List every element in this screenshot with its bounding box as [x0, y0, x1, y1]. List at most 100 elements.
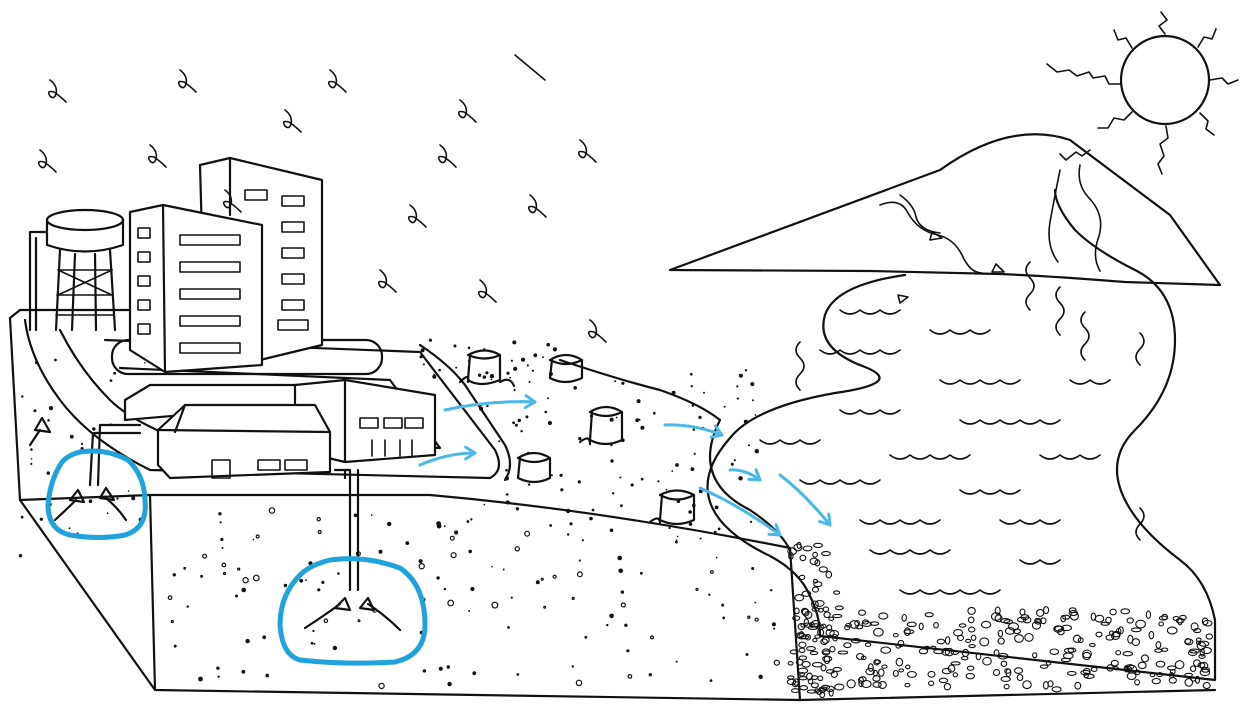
- sediment-pebble: [829, 617, 834, 620]
- sediment-pebble: [865, 643, 870, 646]
- sediment-pebble: [807, 647, 816, 651]
- sediment-pebble: [934, 623, 939, 628]
- soil-dot: [438, 369, 441, 372]
- soil-dot: [592, 509, 595, 512]
- soil-dot: [737, 397, 739, 399]
- soil-dot: [724, 406, 726, 408]
- soil-dot: [478, 374, 481, 377]
- soil-dot: [47, 471, 50, 474]
- soil-dot: [444, 525, 446, 527]
- soil-dot: [439, 667, 443, 671]
- sediment-pebble: [968, 607, 975, 614]
- soil-dot: [576, 680, 581, 685]
- soil-dot: [436, 576, 439, 579]
- sediment-pebble: [797, 542, 801, 548]
- sediment-pebble: [1150, 674, 1155, 677]
- soil-dot: [690, 373, 693, 376]
- soil-dot: [703, 392, 705, 394]
- sediment-pebble: [1175, 661, 1184, 669]
- sediment-pebble: [813, 638, 817, 641]
- sediment-pebble: [1052, 687, 1061, 692]
- sediment-pebble: [1015, 668, 1023, 674]
- sediment-pebble: [1146, 611, 1150, 619]
- soil-dot: [505, 476, 509, 480]
- soil-dot: [144, 362, 146, 364]
- soil-dot: [313, 643, 315, 645]
- sediment-pebble: [822, 637, 829, 643]
- soil-dot: [421, 348, 425, 352]
- soil-dot: [748, 616, 750, 618]
- soil-dot: [621, 382, 624, 385]
- soil-dot: [520, 430, 522, 432]
- soil-dot: [81, 443, 83, 445]
- sediment-pebble: [803, 546, 812, 551]
- sediment-pebble: [1159, 622, 1164, 626]
- soil-dot: [649, 673, 652, 676]
- sediment-pebble: [1004, 684, 1009, 688]
- soil-dot: [216, 667, 219, 670]
- soil-dot: [491, 379, 493, 381]
- soil-dot: [485, 371, 488, 374]
- soil-dot: [536, 580, 540, 584]
- soil-dot: [689, 522, 693, 526]
- sediment-pebble: [959, 624, 965, 627]
- sediment-pebble: [1091, 613, 1095, 620]
- sediment-pebble: [1061, 658, 1070, 661]
- soil-dot: [691, 467, 695, 471]
- sediment-pebble: [899, 669, 904, 672]
- sediment-pebble: [908, 672, 917, 678]
- soil-dot: [31, 458, 33, 460]
- raindrop-icon: [439, 145, 456, 167]
- soil-dot: [671, 470, 673, 472]
- sediment-pebble: [830, 647, 835, 652]
- sediment-pebble: [859, 610, 866, 615]
- soil-dot: [750, 382, 754, 386]
- soil-dot: [423, 669, 426, 672]
- soil-dot: [624, 624, 627, 627]
- soil-dot: [755, 449, 759, 453]
- soil-dot: [113, 372, 116, 375]
- raindrop-icon: [329, 70, 346, 92]
- raindrop-icon: [579, 140, 596, 162]
- soil-dot: [324, 619, 327, 622]
- soil-dot: [518, 419, 521, 422]
- soil-dot: [617, 556, 622, 561]
- soil-dot: [371, 514, 373, 516]
- sediment-pebble: [1156, 661, 1165, 667]
- sediment-pebble: [804, 619, 808, 626]
- sediment-pebble: [1044, 607, 1049, 614]
- soil-dot: [30, 448, 33, 451]
- sediment-pebble: [1116, 651, 1121, 655]
- sediment-pebble: [1044, 682, 1049, 689]
- sediment-pebble: [799, 575, 804, 579]
- sediment-pebble: [1149, 631, 1154, 638]
- soil-dot: [525, 531, 530, 536]
- soil-dot: [610, 418, 614, 422]
- soil-dot: [128, 490, 130, 492]
- soil-dot: [505, 469, 508, 472]
- soil-dot: [721, 604, 724, 607]
- sediment-pebble: [967, 666, 973, 670]
- sediment-pebble: [925, 613, 933, 617]
- sediment-pebble: [1001, 661, 1007, 666]
- sediment-pebble: [800, 673, 804, 677]
- highlight-circle-left-well: [48, 451, 145, 538]
- soil-dot: [515, 547, 519, 551]
- sediment-pebble: [1206, 634, 1212, 639]
- sediment-pebble: [1127, 618, 1133, 623]
- sediment-pebble: [813, 587, 819, 592]
- soil-dot: [256, 535, 259, 538]
- sediment-pebble: [1138, 662, 1146, 668]
- soil-dot: [472, 671, 476, 675]
- soil-dot: [30, 463, 32, 465]
- sediment-pebble: [928, 671, 935, 677]
- soil-dot: [560, 488, 563, 491]
- soil-dot: [198, 677, 203, 682]
- soil-dot: [224, 573, 226, 575]
- sediment-pebble: [1025, 634, 1033, 642]
- raindrop-icon: [49, 80, 66, 102]
- tall-building-front: [130, 205, 262, 372]
- soil-dot: [748, 444, 750, 446]
- soil-dot: [49, 406, 53, 410]
- sediment-pebble: [879, 613, 888, 619]
